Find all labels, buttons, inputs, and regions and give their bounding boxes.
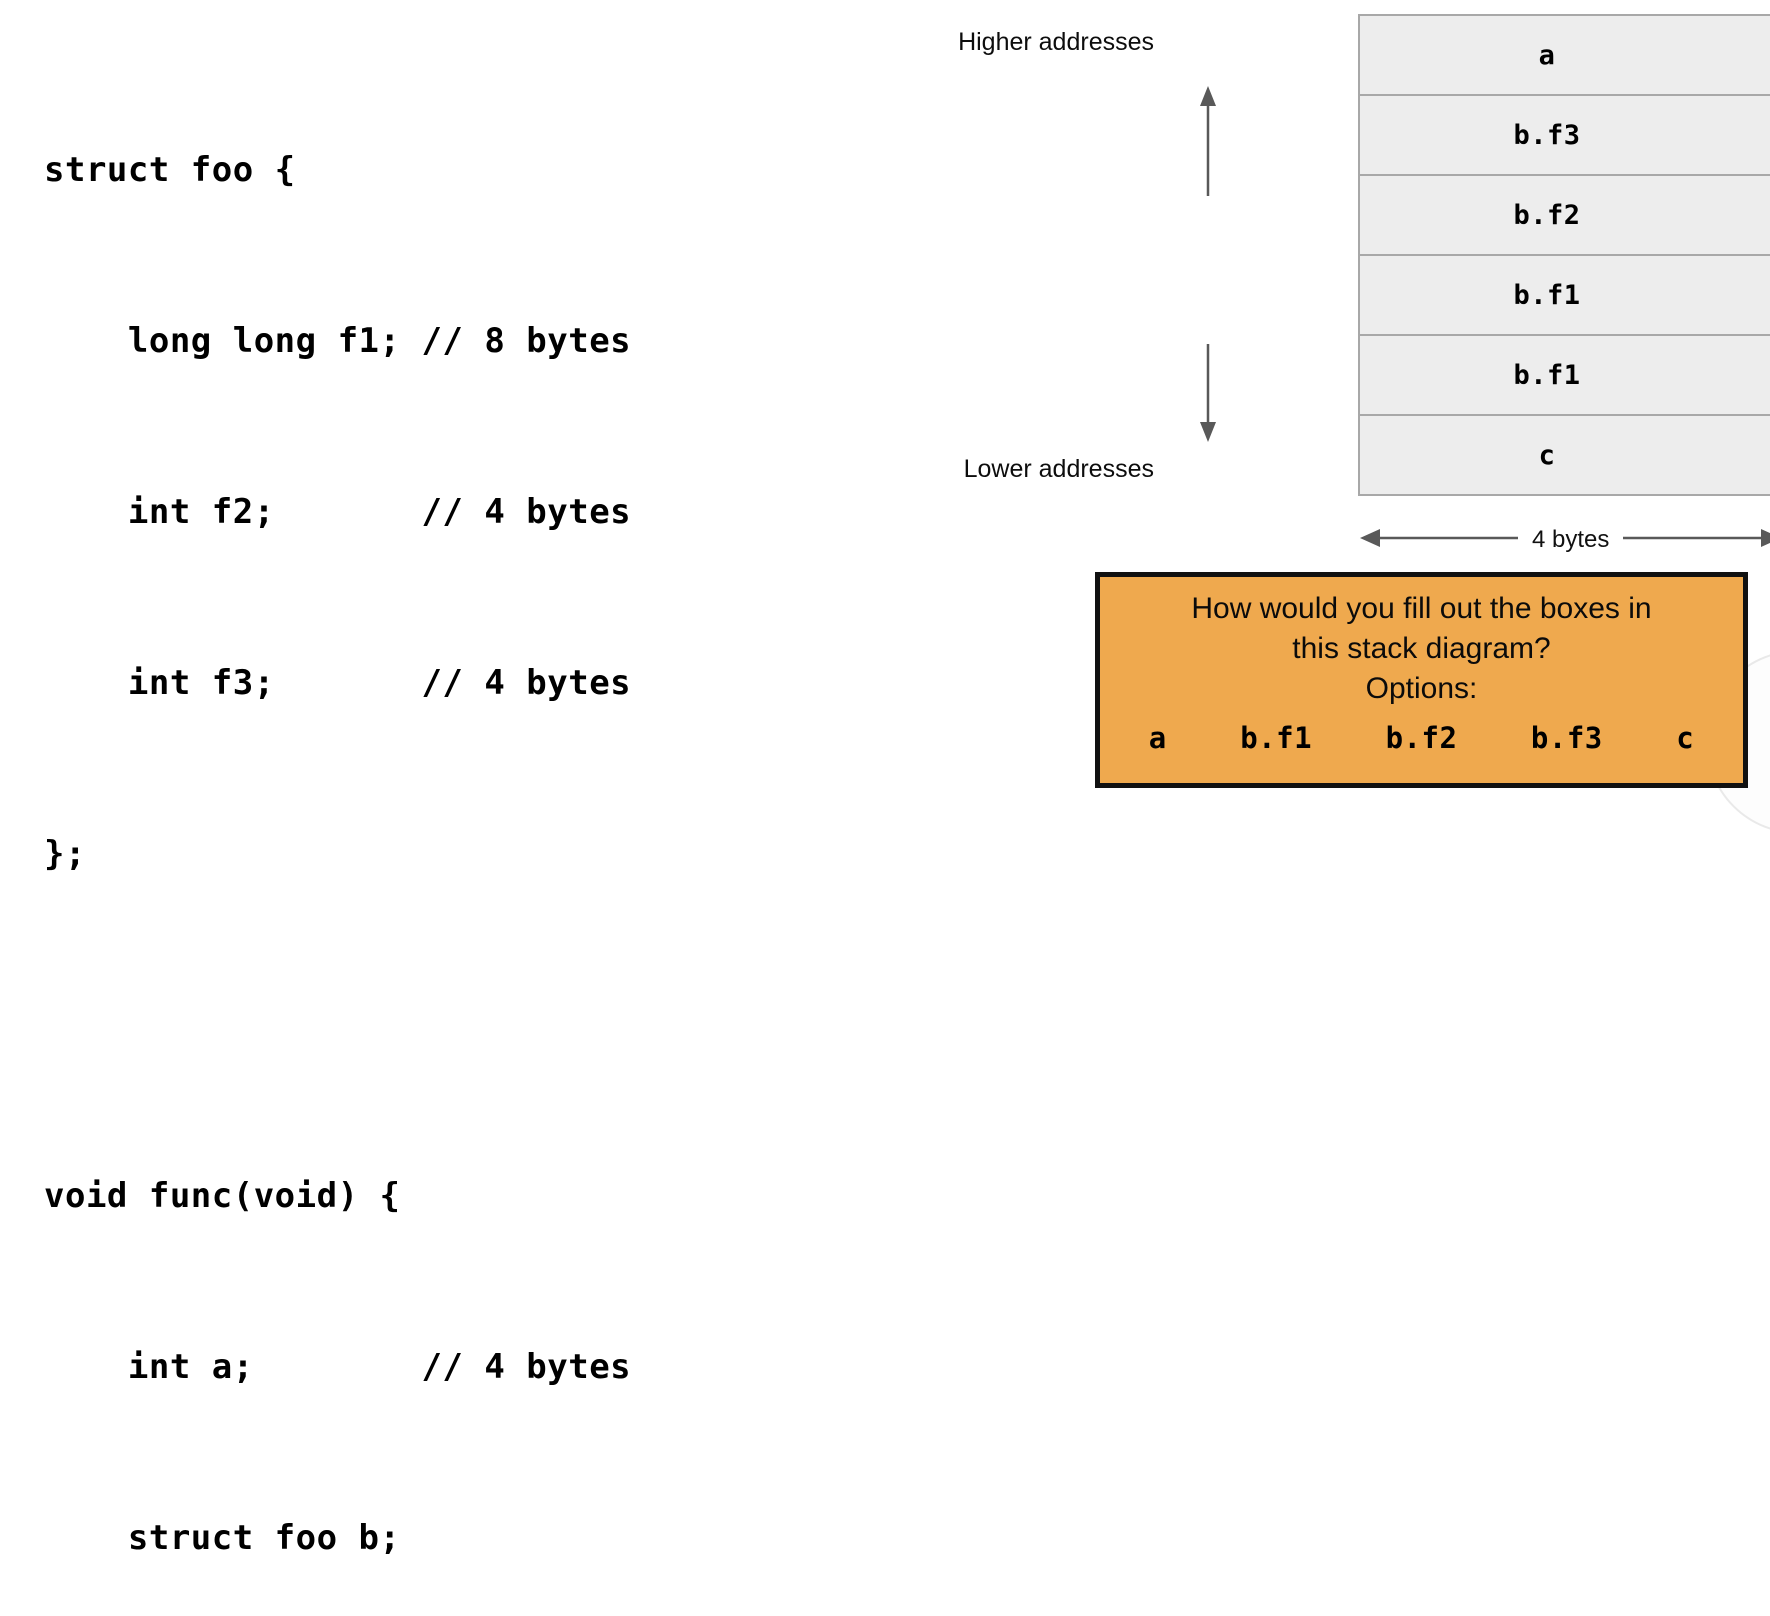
code-line: int f3; // 4 bytes: [44, 663, 632, 703]
arrow-right-icon: [1623, 526, 1770, 555]
option-a[interactable]: a: [1148, 721, 1167, 755]
code-line: struct foo b;: [44, 1518, 401, 1558]
options-heading: Options:: [1365, 672, 1478, 705]
code-block: struct foo { long long f1; // 8 bytes in…: [44, 28, 864, 1616]
code-line: long long f1; // 8 bytes: [44, 321, 632, 361]
arrow-left-icon: [1358, 526, 1518, 555]
stack-cell-list: a b.f3 b.f2 b.f1 b.f1 c: [1358, 14, 1770, 496]
arrow-up-icon: [1198, 84, 1218, 196]
code-line: void func(void) {: [44, 1176, 401, 1216]
higher-addresses-label: Higher addresses: [958, 28, 1154, 56]
code-line: struct foo {: [44, 150, 296, 190]
stack-cell[interactable]: b.f1: [1360, 336, 1770, 416]
arrow-down-icon: [1198, 344, 1218, 444]
stack-cell[interactable]: c: [1360, 416, 1770, 496]
code-line: };: [44, 834, 86, 874]
option-b-f3[interactable]: b.f3: [1530, 721, 1603, 755]
code-line: int f2; // 4 bytes: [44, 492, 632, 532]
stack-cell[interactable]: b.f1: [1360, 256, 1770, 336]
option-c[interactable]: c: [1676, 721, 1695, 755]
width-dimension: 4 bytes: [1358, 520, 1770, 560]
options-row: a b.f1 b.f2 b.f3 c: [1100, 721, 1743, 755]
option-b-f1[interactable]: b.f1: [1240, 721, 1313, 755]
width-dimension-label: 4 bytes: [1532, 526, 1610, 553]
lower-addresses-label: Lower addresses: [963, 455, 1154, 483]
stack-diagram: a b.f3 b.f2 b.f1 b.f1 c: [1358, 14, 1770, 496]
question-callout-box: How would you fill out the boxes in this…: [1095, 572, 1748, 788]
address-direction-axis: Higher addresses Lower addresses: [860, 0, 1216, 520]
question-line-1: How would you fill out the boxes in: [1191, 592, 1652, 625]
code-line-blank: [44, 997, 864, 1054]
stack-cell[interactable]: b.f3: [1360, 96, 1770, 176]
code-line: int a; // 4 bytes: [44, 1347, 632, 1387]
option-b-f2[interactable]: b.f2: [1385, 721, 1458, 755]
stack-cell[interactable]: b.f2: [1360, 176, 1770, 256]
stack-cell[interactable]: a: [1360, 16, 1770, 96]
question-line-2: this stack diagram?: [1292, 632, 1551, 665]
